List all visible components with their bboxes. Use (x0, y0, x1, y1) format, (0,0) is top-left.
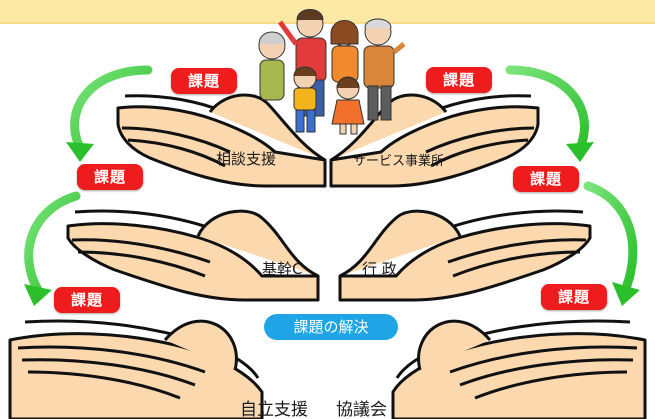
top-banner (0, 0, 655, 22)
family-illustration-icon (258, 9, 406, 135)
bottom-left-label: 自立支援 (240, 400, 308, 419)
issue-badge: 課題 (426, 67, 492, 93)
bottom-left-hand (8, 319, 264, 419)
issue-badge: 課題 (171, 68, 237, 94)
middle-left-label: 基幹C (262, 260, 303, 278)
top-left-hand (116, 93, 327, 188)
issue-badge: 課題 (541, 284, 607, 310)
middle-left-hand (66, 209, 320, 302)
middle-right-label: 行 政 (362, 260, 397, 278)
middle-right-hand (338, 209, 592, 302)
curved-arrow-icon (24, 65, 638, 295)
arrow-heads (24, 142, 640, 306)
issue-badge: 課題 (513, 166, 579, 192)
issue-badge: 課題 (54, 287, 120, 313)
top-banner-edge (0, 22, 655, 24)
top-right-hand (329, 93, 540, 188)
top-left-label: 相談支援 (216, 150, 277, 168)
resolution-badge: 課題の解決 (264, 314, 398, 340)
top-right-label: サービス事業所 (353, 154, 445, 169)
bottom-right-hand (391, 319, 647, 419)
bottom-right-label: 協議会 (336, 400, 387, 419)
issue-badge: 課題 (77, 164, 143, 190)
